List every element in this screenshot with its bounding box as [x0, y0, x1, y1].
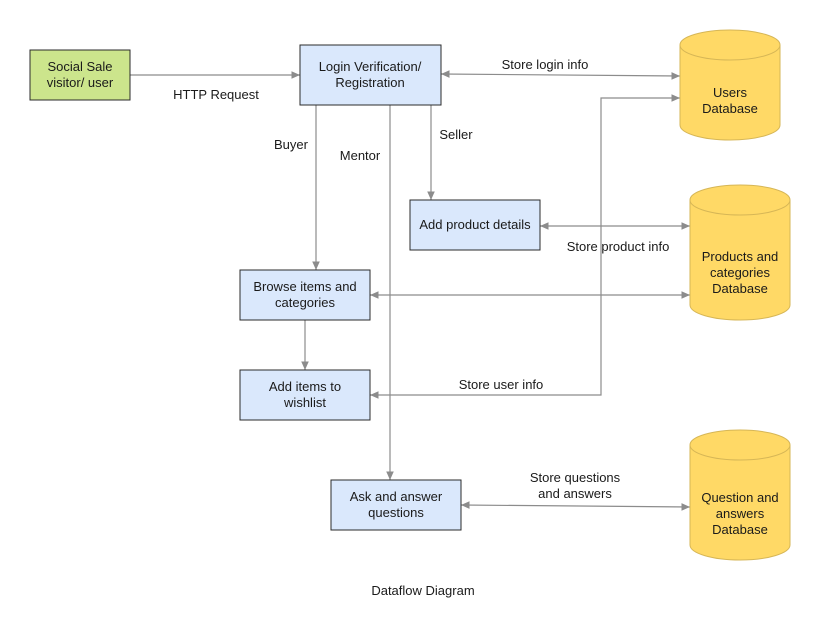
label-line: categories [275, 295, 335, 310]
label-line: Database [712, 522, 768, 537]
edge-label-store-user: Store user info [459, 377, 544, 392]
label-line: Store login info [502, 57, 589, 72]
label-line: Store product info [567, 239, 670, 254]
label-line: wishlist [283, 395, 326, 410]
label-line: Store user info [459, 377, 544, 392]
label-line: Store questions [530, 470, 621, 485]
edge-label-seller: Seller [439, 127, 473, 142]
edge-label-buyer: Buyer [274, 137, 309, 152]
diagram-caption: Dataflow Diagram [371, 583, 474, 598]
label-line: Add product details [419, 217, 531, 232]
edges [130, 70, 691, 511]
label-line: Ask and answer [350, 489, 443, 504]
label-line: visitor/ user [47, 75, 114, 90]
label-line: Registration [335, 75, 404, 90]
edge-label-mentor: Mentor [340, 148, 381, 163]
edge-wishlist-users-db [370, 94, 680, 399]
add-product-label: Add product details [419, 217, 531, 232]
label-line: Social Sale [47, 59, 112, 74]
login-process: Login Verification/Registration [299, 44, 442, 106]
label-line: Question and [701, 490, 778, 505]
label-line: Database [712, 281, 768, 296]
add-product-process: Add product details [409, 199, 541, 251]
label-line: Database [702, 101, 758, 116]
label-line: Buyer [274, 137, 309, 152]
label-line: Users [713, 85, 747, 100]
edge-ask-qa-db [460, 501, 691, 511]
login-label: Login Verification/Registration [319, 59, 422, 90]
label-line: Browse items and [253, 279, 356, 294]
label-line: and answers [538, 486, 612, 501]
edge-label-store-product: Store product info [567, 239, 670, 254]
label-line: Seller [439, 127, 473, 142]
label-line: answers [716, 506, 765, 521]
label-line: HTTP Request [173, 87, 259, 102]
label-line: Products and [702, 249, 779, 264]
label-line: questions [368, 505, 424, 520]
edge-label-store-login: Store login info [502, 57, 589, 72]
label-line: Login Verification/ [319, 59, 422, 74]
edge-label-http-request: HTTP Request [173, 87, 259, 102]
label-line: Add items to [269, 379, 341, 394]
label-line: categories [710, 265, 770, 280]
label-line: Mentor [340, 148, 381, 163]
edge-login-users-db [440, 70, 681, 80]
